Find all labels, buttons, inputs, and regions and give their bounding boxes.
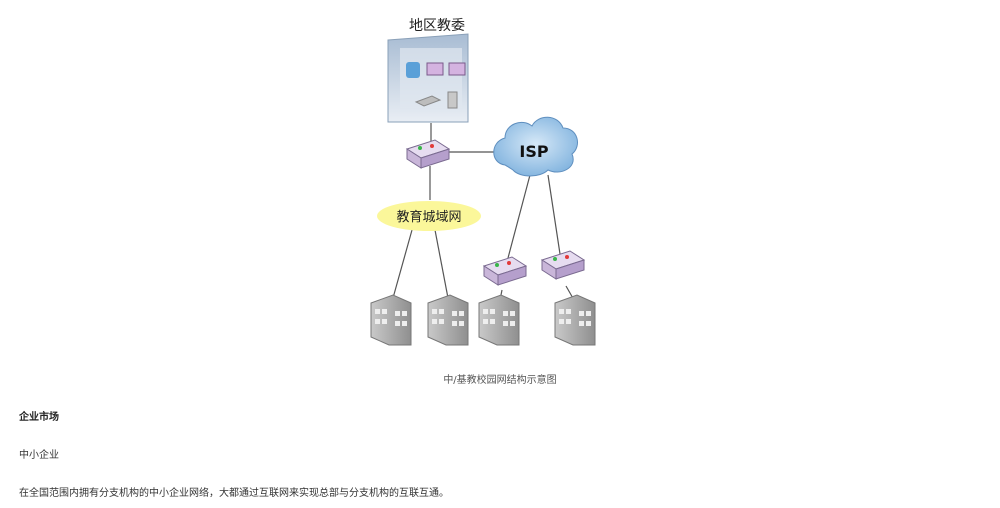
section-title: 企业市场 xyxy=(19,412,59,423)
server-icon xyxy=(447,91,458,109)
school-building-icon xyxy=(554,294,596,346)
database-icon xyxy=(406,62,420,78)
router-icon xyxy=(540,250,586,280)
router-icon xyxy=(482,256,528,286)
network-diagram: 地区教委 ISP 教育城域网 xyxy=(370,18,596,346)
router-icon xyxy=(405,139,451,169)
printer-icon xyxy=(414,95,442,107)
isp-cloud xyxy=(493,116,578,177)
metro-network-label: 教育城域网 xyxy=(396,209,461,225)
hq-building xyxy=(387,33,469,123)
paragraph: 在全国范围内拥有分支机构的中小企业网络，大都通过互联网来实现总部与分支机构的互联… xyxy=(19,488,449,499)
diagram-caption: 中/基教校园网结构示意图 xyxy=(443,375,557,386)
computer-icon xyxy=(448,62,466,76)
school-building-icon xyxy=(478,294,520,346)
computer-icon xyxy=(426,62,444,76)
school-building-icon xyxy=(370,294,412,346)
school-building-icon xyxy=(427,294,469,346)
hq-label: 地区教委 xyxy=(409,18,465,34)
isp-label: ISP xyxy=(519,142,548,161)
sub-title: 中小企业 xyxy=(19,450,59,461)
metro-network-ellipse xyxy=(377,201,481,231)
connection-lines xyxy=(392,123,575,301)
